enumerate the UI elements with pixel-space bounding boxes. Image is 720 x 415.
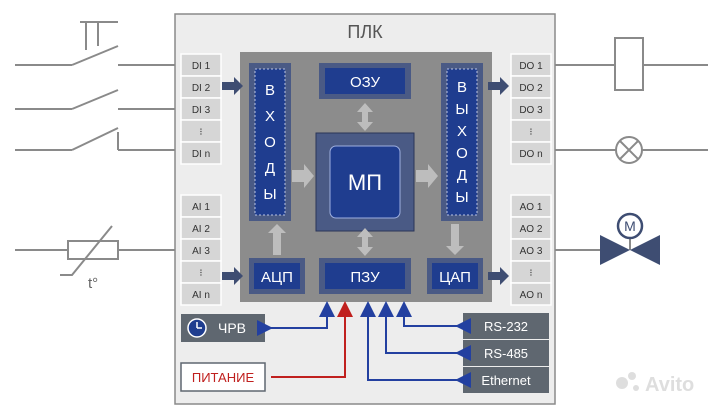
block-letter: Ы [263,186,276,203]
power-wire [271,301,353,378]
watermark-text: Avito [645,374,694,396]
do-terminal [510,141,552,165]
watermark: Avito [616,372,694,396]
adc-block: АЦП [249,258,305,294]
interface-label: RS-485 [484,346,528,361]
motor-label: M [624,218,636,234]
ai-terminal-label: AI 1 [192,202,210,213]
di-terminal-label: ⁝ [199,127,202,138]
do-terminal-label: DO n [519,149,542,160]
interface-label: RS-232 [484,319,528,334]
right-output-devices [548,37,708,251]
block-letter: Ы [455,189,468,206]
rom-label: ПЗУ [350,269,380,286]
interface-block [463,313,549,339]
ai-terminal-label: AI n [192,290,210,301]
do-terminal-label: DO 2 [519,83,543,94]
rtc-wire [257,301,335,336]
rom-block: ПЗУ [319,258,411,294]
di-terminal [180,141,222,165]
switch-no-icon [15,89,178,110]
relay-coil-icon [548,37,708,91]
ethernet-wire [360,301,471,388]
do-terminal-label: DO 1 [519,61,543,72]
block-letter: О [456,145,468,162]
block-letter: Х [265,108,275,125]
switch-nc-icon [15,127,178,151]
block-letter: Д [265,160,275,177]
di-terminal-label: DI 3 [192,105,211,116]
ai-terminal-label: AI 2 [192,224,210,235]
block-letter: О [264,134,276,151]
adc-label: АЦП [261,269,293,286]
cpu-label: МП [348,170,382,195]
cpu-block: МП [315,132,415,232]
rtc-label: ЧРВ [218,320,246,336]
di-terminal-label: DI 1 [192,61,211,72]
digital-input-terminals: DI 1 DI 2 DI 3 ⁝ DI n [180,53,222,165]
block-letter: В [457,79,467,96]
rs485-wire [378,301,471,361]
rs232-wire [396,301,471,334]
di-terminal-label: DI n [192,149,210,160]
block-letter: Ы [455,101,468,118]
interface-block [463,340,549,366]
power-block: ПИТАНИЕ [180,362,266,392]
analog-input-terminals: AI 1 AI 2 AI 3 ⁝ AI n [180,194,222,306]
ram-block: ОЗУ [319,63,411,99]
plc-title: ПЛК [347,22,383,42]
push-button-icon [15,21,178,66]
dac-label: ЦАП [439,269,471,286]
do-terminal-label: DO 3 [519,105,543,116]
ram-label: ОЗУ [350,74,381,91]
ao-terminal-label: AO 3 [520,246,543,257]
motor-valve-icon [548,238,631,251]
ai-terminal [180,282,222,306]
ao-terminal-label: AO n [520,290,543,301]
ai-terminal-label: AI 3 [192,246,210,257]
dac-block: ЦАП [427,258,483,294]
thermistor-icon [15,225,178,276]
rtc-block: ЧРВ [181,314,265,342]
di-terminal-label: DI 2 [192,83,211,94]
block-letter: Д [457,167,467,184]
valve-body: M [600,212,660,265]
interface-label: Ethernet [481,373,531,388]
terminal-arrows [222,77,509,285]
left-input-devices [15,21,178,276]
bus-wires [257,301,471,388]
ao-terminal-label: AO 2 [520,224,543,235]
do-terminal-label: ⁝ [529,127,532,138]
ao-terminal [510,282,552,306]
power-label: ПИТАНИЕ [192,370,255,385]
internal-bus-arrows [268,103,464,256]
digital-output-terminals: DO 1 DO 2 DO 3 ⁝ DO n [510,53,552,165]
block-letter: Х [457,123,467,140]
sensor-temp-label: t° [88,275,98,292]
ao-terminal-label: ⁝ [529,268,532,279]
ai-terminal-label: ⁝ [199,268,202,279]
interface-block [463,367,549,393]
analog-output-terminals: AO 1 AO 2 AO 3 ⁝ AO n [510,194,552,306]
lamp-icon [548,136,708,164]
block-letter: В [265,82,275,99]
ao-terminal-label: AO 1 [520,202,543,213]
